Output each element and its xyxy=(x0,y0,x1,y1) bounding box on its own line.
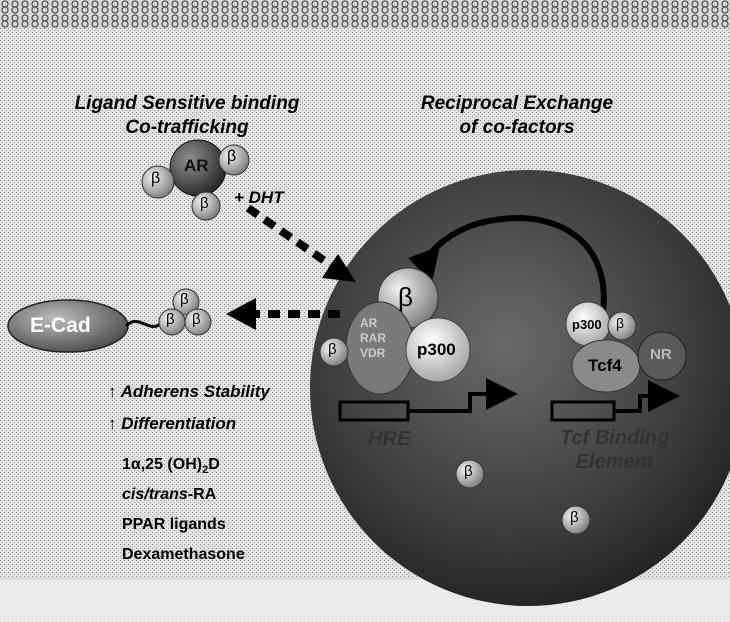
ecad-label: E-Cad xyxy=(30,314,91,337)
beta-catenin xyxy=(561,505,591,535)
up-arrow-icon: ↑ xyxy=(108,382,117,401)
tcf4-label: Tcf4 xyxy=(588,356,622,375)
tcf-binding-line2: Element xyxy=(575,451,654,473)
hre-label: HRE xyxy=(368,428,411,450)
beta-label: β xyxy=(227,148,237,165)
ligand-retinoic-acid: cis/trans-RA xyxy=(122,486,216,504)
beta-catenin xyxy=(191,191,221,221)
cell-membrane xyxy=(0,0,730,28)
ecad-arrow-head xyxy=(226,298,256,330)
vitd-suffix: D xyxy=(208,456,220,473)
ra-suffix: -RA xyxy=(187,486,217,503)
beta-label: β xyxy=(166,311,175,328)
beta-catenin xyxy=(319,337,349,367)
nr-stack-rar: RAR xyxy=(360,331,386,345)
nr-stack-labels: AR RAR VDR xyxy=(360,316,386,361)
ligand-vitamin-d: 1α,25 (OH)2D xyxy=(122,456,220,476)
exchange-arrow-head xyxy=(408,246,440,282)
beta-label: β xyxy=(200,195,209,212)
beta-catenin xyxy=(455,459,485,489)
beta-label: β xyxy=(464,463,473,480)
beta-label: β xyxy=(570,509,579,526)
vitd-subscript: 2 xyxy=(202,464,209,477)
ra-italic: cis/trans xyxy=(122,486,188,503)
p300-label: p300 xyxy=(417,340,456,359)
effect-adherens: ↑ Adherens Stability xyxy=(108,382,270,402)
tcf-binding-line1: Tcf Binding xyxy=(560,427,670,449)
beta-label-nuclear: β xyxy=(398,282,413,312)
p300-label-small: p300 xyxy=(572,317,602,332)
right-title: Reciprocal Exchange of co-factors xyxy=(392,92,642,140)
bottom-fade xyxy=(0,580,730,622)
nr-stack-ar: AR xyxy=(360,316,378,330)
dht-label: + DHT xyxy=(234,188,284,207)
beta-catenin xyxy=(172,288,200,316)
left-title-line2: Co-trafficking xyxy=(125,117,249,138)
beta-label: β xyxy=(616,315,625,331)
right-title-line1: Reciprocal Exchange xyxy=(420,93,614,114)
tcf-binding-label: Tcf Binding Element xyxy=(560,426,669,474)
effect-differentiation: ↑ Differentiation xyxy=(108,414,236,434)
vitd-prefix: 1α,25 (OH) xyxy=(122,456,203,473)
ecad-linker xyxy=(124,319,164,329)
nr-stack-vdr: VDR xyxy=(360,346,386,360)
effect-text: Differentiation xyxy=(121,414,237,433)
beta-catenin xyxy=(184,308,212,336)
beta-catenin xyxy=(141,165,175,199)
left-title-line1: Ligand Sensitive binding xyxy=(74,93,300,114)
beta-catenin xyxy=(607,311,637,341)
dht-dashed-arrow xyxy=(245,204,335,270)
beta-label: β xyxy=(192,311,201,328)
effect-text: Adherens Stability xyxy=(120,382,270,401)
beta-catenin xyxy=(218,144,250,176)
ligand-ppar: PPAR ligands xyxy=(122,516,226,533)
beta-label: β xyxy=(328,341,337,358)
exchange-curved-arrow xyxy=(421,214,607,319)
hre-transcription-arrow xyxy=(408,378,518,413)
dht-arrow-head xyxy=(322,254,356,282)
left-title: Ligand Sensitive binding Co-trafficking xyxy=(62,92,312,140)
ligand-dexamethasone: Dexamethasone xyxy=(122,546,245,563)
beta-label: β xyxy=(151,170,161,187)
ar-label: AR xyxy=(184,156,209,175)
beta-label: β xyxy=(180,291,189,308)
nr-label: NR xyxy=(650,346,672,363)
tcf-transcription-arrow xyxy=(614,380,680,413)
right-title-line2: of co-factors xyxy=(459,117,575,138)
p300-coactivator xyxy=(405,317,471,383)
up-arrow-icon: ↑ xyxy=(108,414,117,433)
